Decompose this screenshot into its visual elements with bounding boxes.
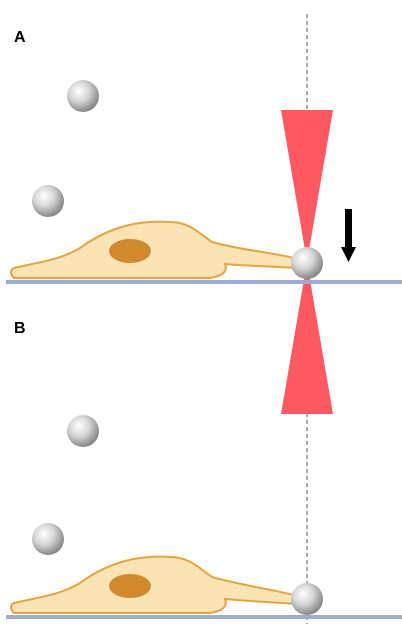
nucleus-b	[109, 574, 151, 598]
panel-a-label: A	[14, 29, 26, 46]
bead-free-1b	[67, 415, 99, 447]
cell-a	[10, 220, 298, 279]
substrate-b	[6, 615, 402, 619]
cell-b	[10, 555, 298, 614]
down-arrow-icon	[341, 209, 356, 262]
bead-free-2b	[32, 523, 64, 555]
bead-free-1a	[67, 80, 99, 112]
panel-b-label: B	[14, 320, 26, 337]
cell-body-a	[10, 220, 298, 279]
bead-attached-b	[291, 583, 323, 615]
nucleus-a	[109, 239, 151, 263]
substrate-a	[6, 280, 402, 284]
bead-free-2a	[32, 185, 64, 217]
bead-attached-a	[291, 247, 323, 279]
laser-beam-lower-a	[281, 262, 333, 414]
cell-body-b	[10, 555, 298, 614]
laser-beam-upper-a	[281, 110, 333, 262]
